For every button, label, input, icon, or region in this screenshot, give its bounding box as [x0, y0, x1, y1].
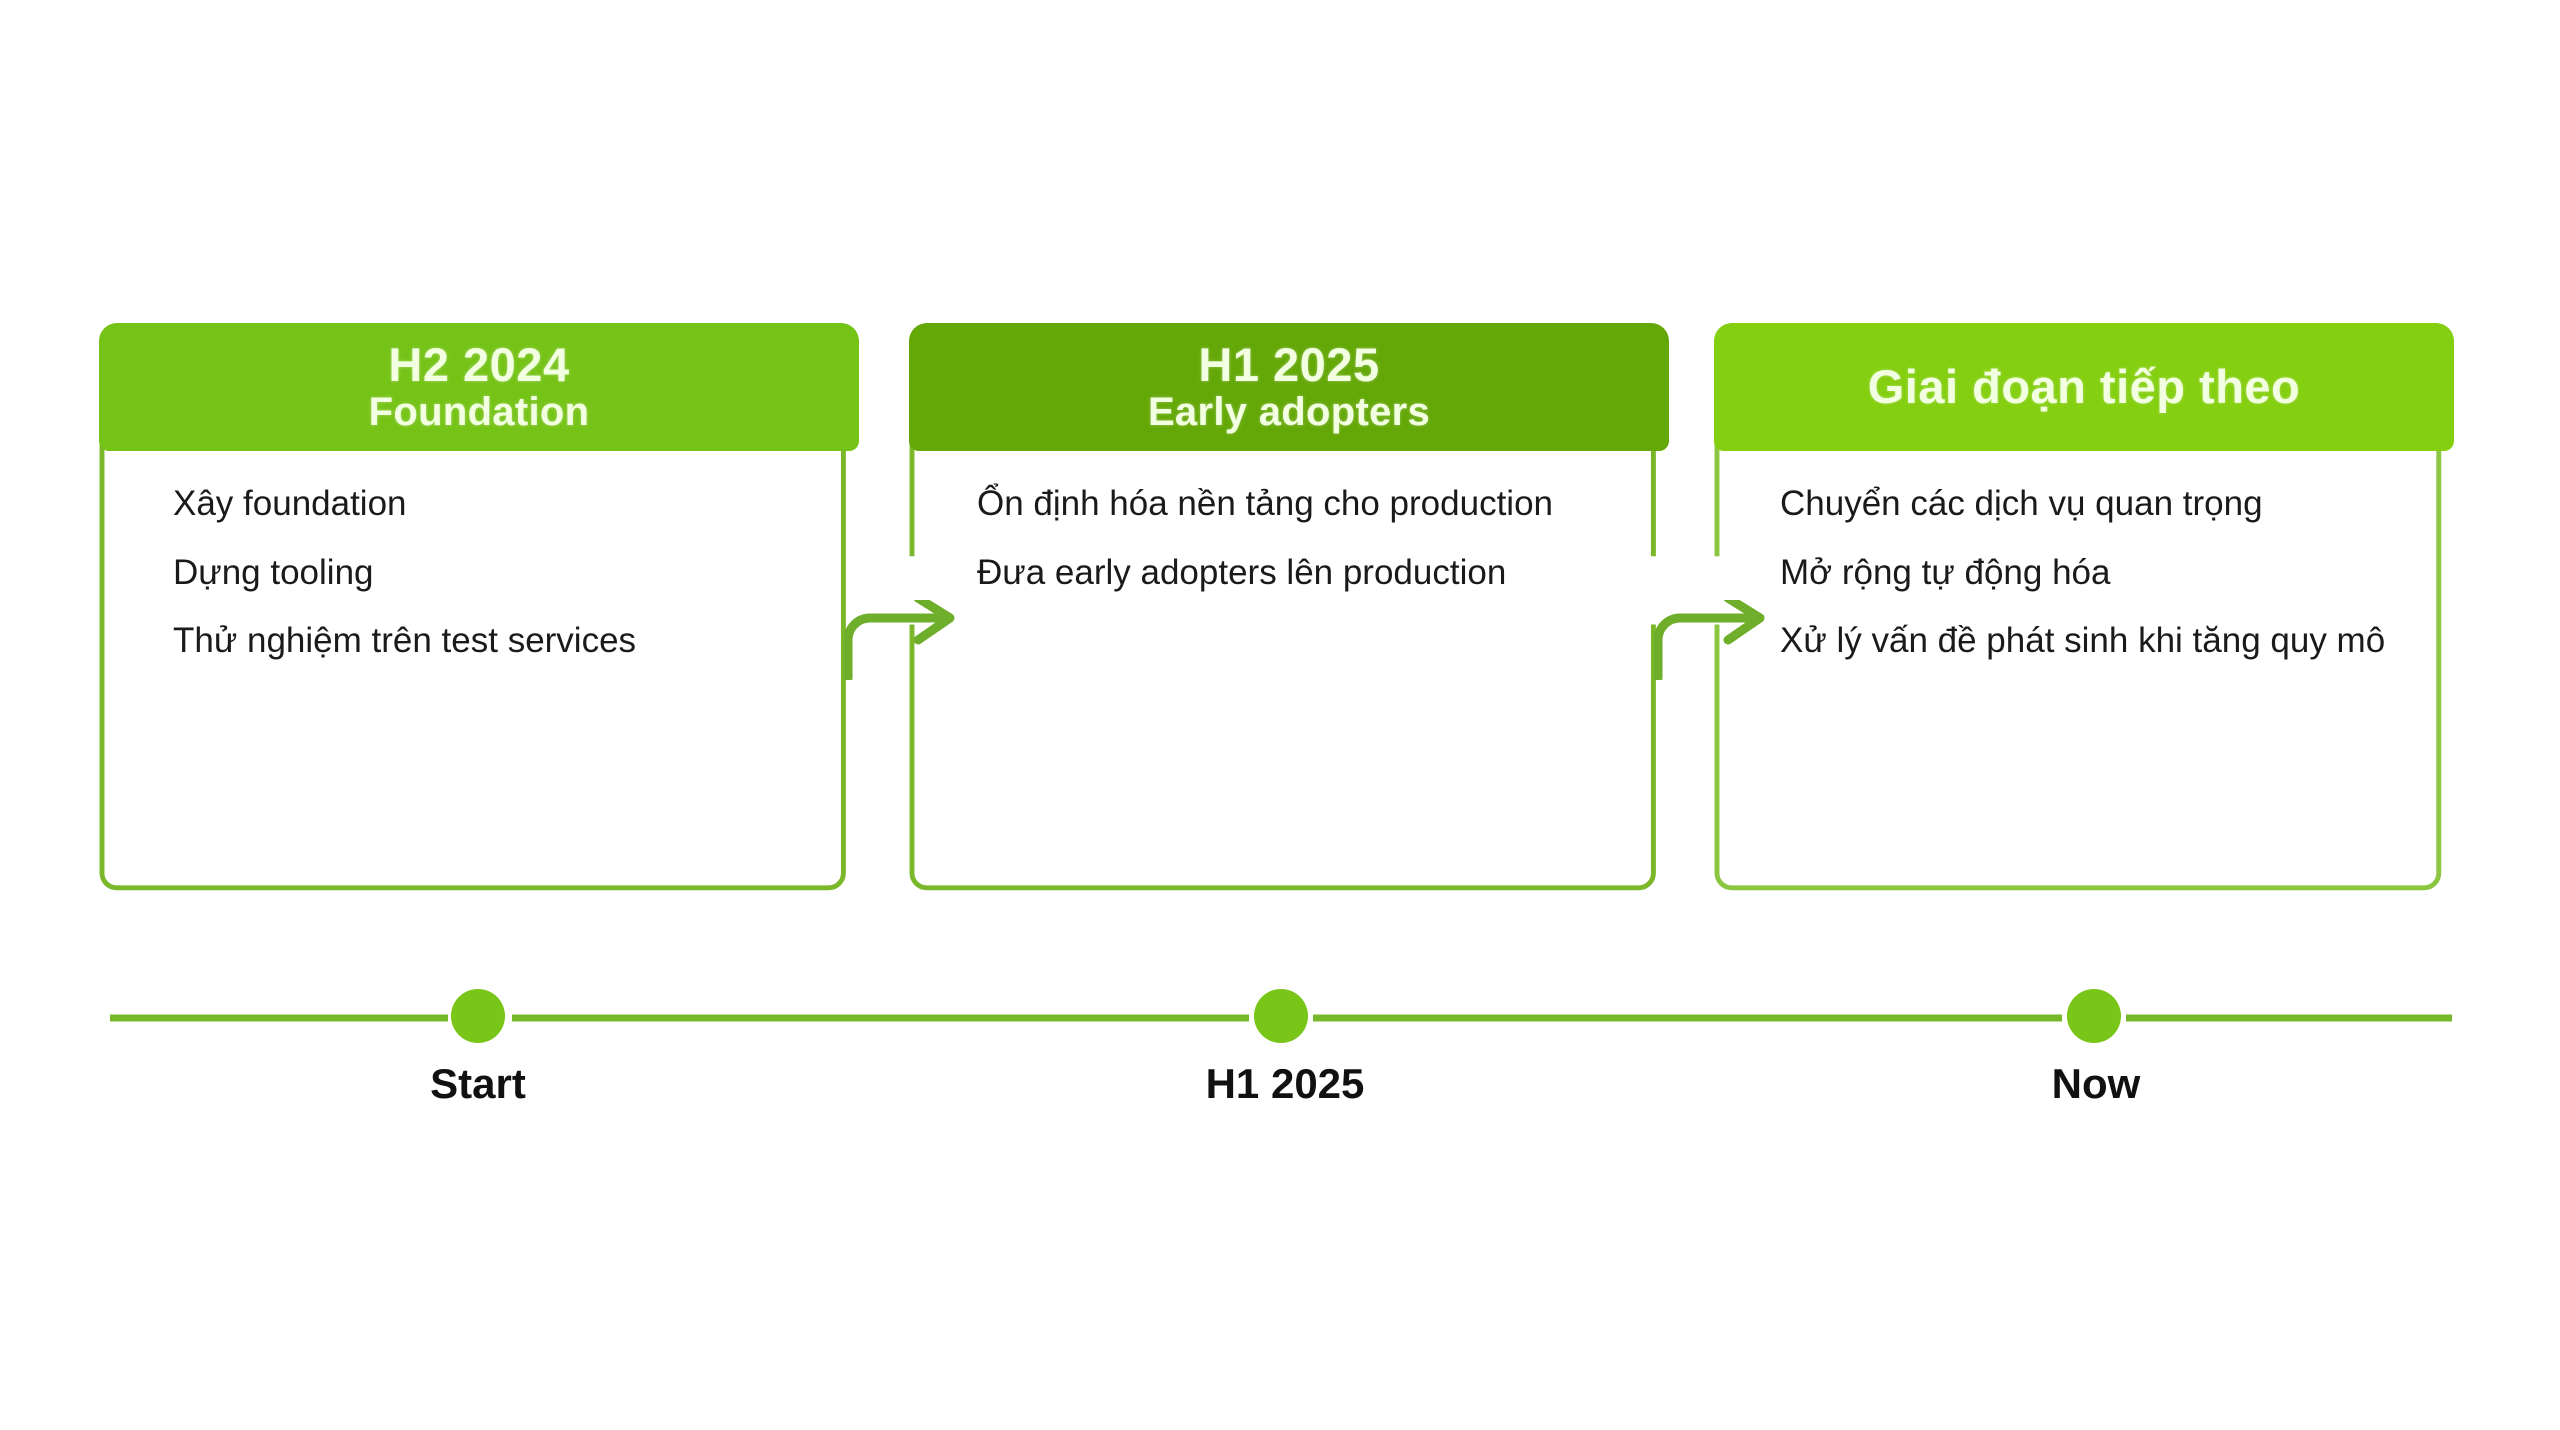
list-item: Đưa early adopters lên production — [977, 552, 1507, 592]
list-item: Mở rộng tự động hóa — [1780, 552, 2111, 592]
list-item: Dựng tooling — [173, 552, 374, 592]
list-item: Xử lý vấn đề phát sinh khi tăng quy mô — [1780, 621, 2386, 661]
timeline-dot-h1-2025 — [1254, 989, 1308, 1043]
phase-card-3-header: Giai đoạn tiếp theo — [1714, 323, 2454, 451]
phase-card-3[interactable]: Giai đoạn tiếp theo Chuyển các dịch vụ q… — [1710, 323, 2460, 895]
phase-card-2-title: H1 2025 — [1198, 337, 1380, 391]
phase-card-1-title: H2 2024 — [388, 337, 570, 391]
list-item: Thử nghiệm trên test services — [173, 621, 637, 661]
phase-card-3-body: Chuyển các dịch vụ quan trọng Mở rộng tự… — [1780, 483, 2420, 663]
timeline-dot-start — [451, 989, 505, 1043]
phase-card-1[interactable]: H2 2024 Foundation Xây foundation Dựng t… — [95, 323, 865, 895]
list-item: Xây foundation — [173, 484, 407, 523]
timeline-dot-now — [2067, 989, 2121, 1043]
timeline-label-h1-2025: H1 2025 — [1205, 1060, 1365, 1107]
phase-card-2-header: H1 2025 Early adopters — [909, 323, 1669, 451]
phase-card-2[interactable]: H1 2025 Early adopters Ổn định hóa nền t… — [905, 323, 1675, 895]
phase-card-1-subtitle: Foundation — [368, 390, 590, 435]
list-item: Chuyển các dịch vụ quan trọng — [1780, 484, 2263, 523]
phase-card-1-header: H2 2024 Foundation — [99, 323, 859, 451]
phase-card-3-title: Giai đoạn tiếp theo — [1867, 359, 2301, 413]
phase-card-2-subtitle: Early adopters — [1147, 390, 1431, 435]
phase-card-2-body: Ổn định hóa nền tảng cho production Đưa … — [977, 483, 1647, 594]
timeline-label-now: Now — [2051, 1060, 2141, 1107]
list-item: Ổn định hóa nền tảng cho production — [977, 484, 1553, 523]
timeline-label-start: Start — [430, 1060, 526, 1107]
phase-card-1-body: Xây foundation Dựng tooling Thử nghiệm t… — [173, 483, 833, 663]
